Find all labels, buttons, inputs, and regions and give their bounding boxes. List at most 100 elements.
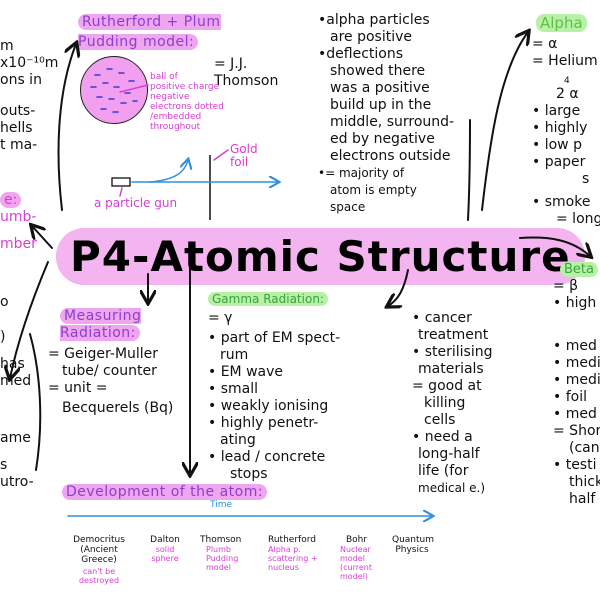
uses-line: killing xyxy=(424,395,466,411)
alpha-line: • large xyxy=(532,103,581,119)
diagram-note: throughout xyxy=(150,122,201,132)
deflected-beam xyxy=(149,160,188,183)
alpha-line: 4 xyxy=(564,76,570,86)
uses-line: • sterilising xyxy=(412,344,493,360)
arrow-to-scatter xyxy=(467,119,471,221)
timeline-name: Dalton xyxy=(150,535,180,545)
uses-line: long-half xyxy=(418,446,480,462)
gun-pointer xyxy=(119,187,123,197)
timeline-entry: Quantum Physics xyxy=(392,535,435,555)
gamma-line: • lead / concrete xyxy=(208,449,326,465)
uses-line: = good at xyxy=(412,378,482,394)
beta-line: • medi xyxy=(553,372,600,388)
left-lower-line: utro- xyxy=(0,474,34,490)
beta-line: • med xyxy=(553,338,597,354)
scatter-line: build up in the xyxy=(330,97,432,113)
beta-heading: Beta xyxy=(560,262,598,277)
particle-gun-icon xyxy=(111,177,131,187)
gamma-line: • highly penetr- xyxy=(208,415,319,431)
alpha-scatter-notes: •alpha particles are positive •deflectio… xyxy=(318,12,454,216)
beta-line: = Shor xyxy=(553,423,600,439)
page-title: P4-Atomic Structure xyxy=(56,228,585,285)
timeline-name: Bohr xyxy=(346,535,368,545)
gamma-line: stops xyxy=(230,466,268,482)
beta-line: • foil xyxy=(553,389,587,405)
arrow-to-left-lower-2 xyxy=(29,333,42,471)
beta-line: half xyxy=(569,491,596,507)
scatter-line: •= majority of xyxy=(318,166,405,180)
scatter-line: was a positive xyxy=(330,80,430,96)
timeline-desc: Nuclear model (current model) xyxy=(340,545,372,581)
development-heading: Development of the atom: xyxy=(62,484,268,500)
beta-notes: = β • high • med • medi • medi • foil • … xyxy=(553,278,600,508)
alpha-symbol: = α xyxy=(532,36,558,52)
alpha-line: 2 α xyxy=(556,86,579,102)
uses-line: life (for xyxy=(418,463,469,479)
uses-line: medical e.) xyxy=(418,481,486,495)
scatter-line: showed there xyxy=(330,63,426,79)
arrow-to-gamma xyxy=(388,269,409,306)
left-lower-line: s xyxy=(0,457,8,473)
scatter-line: electrons outside xyxy=(330,148,451,164)
gamma-line: = γ xyxy=(208,310,233,326)
beta-line: = β xyxy=(553,278,579,294)
uses-line: • need a xyxy=(412,429,473,445)
gamma-line: • small xyxy=(208,381,258,397)
timeline-entry: Rutherford Alpha p. scattering + nucleus xyxy=(268,535,334,572)
thomson-attribution: = J.J. Thomson xyxy=(214,56,279,89)
alpha-line: • highly xyxy=(532,120,588,136)
arrow-to-left-pink xyxy=(32,226,53,249)
timeline-desc: Physics xyxy=(395,545,429,555)
scatter-line: •alpha particles xyxy=(318,12,430,28)
beta-line: (can xyxy=(569,440,600,456)
timeline-name: Rutherford xyxy=(268,535,316,545)
rutherford-heading: Rutherford + Plum Pudding model: xyxy=(78,14,221,50)
gamma-line: • weakly ionising xyxy=(208,398,329,414)
alpha-notes: = α = Helium 4 2 α • large • highly • lo… xyxy=(532,36,600,228)
diagram-note: electrons dotted xyxy=(150,102,224,112)
alpha-line: • low p xyxy=(532,137,582,153)
diagram-note-pointer xyxy=(119,84,149,93)
arrow-to-left-lower xyxy=(10,261,49,378)
diagram-note: ball of xyxy=(150,72,178,82)
diagram-note: negative xyxy=(150,92,190,102)
diagram-note: positive charge xyxy=(150,82,220,92)
beta-line: • testi xyxy=(553,457,597,473)
uses-line: • cancer xyxy=(412,310,472,326)
gamma-line: rum xyxy=(220,347,249,363)
gold-foil-label: Gold foil xyxy=(230,142,258,169)
arrow-to-rutherford xyxy=(57,44,76,211)
timeline-name: Thomson xyxy=(200,535,242,545)
timeline-sub: (Ancient Greece) xyxy=(80,545,118,565)
gamma-line: ating xyxy=(220,432,256,448)
beta-line: • high xyxy=(553,295,597,311)
arrow-to-beta xyxy=(519,236,590,256)
diagram-note: /embedded xyxy=(150,112,202,122)
measuring-line: tube/ counter xyxy=(62,363,157,379)
left-line: ons in xyxy=(0,72,42,88)
left-line: x10⁻¹⁰m xyxy=(0,55,59,71)
measuring-line: = Geiger-Muller xyxy=(48,346,159,362)
left-pink-line: umb- xyxy=(0,209,37,225)
measuring-line: Becquerels (Bq) xyxy=(62,400,174,416)
gamma-line: • EM wave xyxy=(208,364,284,380)
beta-line: • med xyxy=(553,406,597,422)
uses-line: materials xyxy=(418,361,484,377)
timeline-name: Democritus xyxy=(73,535,125,545)
left-line: t ma- xyxy=(0,137,38,153)
beta-line: • medi xyxy=(553,355,600,371)
alpha-line: • smoke xyxy=(532,194,591,210)
particle-gun-label: a particle gun xyxy=(94,196,178,210)
alpha-line: = Helium xyxy=(532,53,598,69)
timeline-name: Quantum xyxy=(392,535,435,545)
left-line: hells xyxy=(0,120,33,136)
alpha-heading: Alpha xyxy=(536,14,587,32)
left-pink-line: mber xyxy=(0,236,37,252)
left-partial-top: m x10⁻¹⁰m ons in outs- hells t ma- xyxy=(0,38,58,154)
gamma-heading: Gamma Radiation: xyxy=(208,292,328,306)
scatter-line: •deflections xyxy=(318,46,403,62)
measuring-heading: Measuring Radiation: xyxy=(60,308,142,341)
timeline-desc: solid sphere xyxy=(151,545,179,563)
alpha-line: • paper xyxy=(532,154,586,170)
